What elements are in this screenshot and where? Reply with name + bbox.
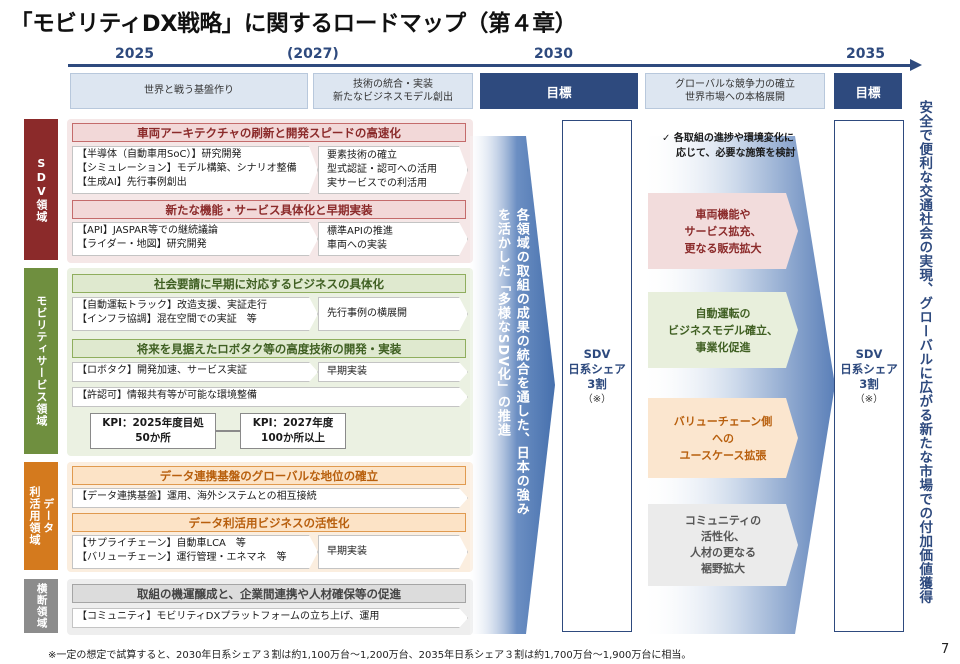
category-mobility: モビリティサービス領域 [24, 268, 58, 454]
sdv-item-services: 【API】JASPAR等での継続議論 【ライダー・地図】研究開発 [72, 222, 318, 256]
mobility-band-business: 社会要請に早期に対応するビジネスの具体化 [72, 274, 466, 293]
category-sdv: SDV領域 [24, 119, 58, 260]
integration-text: 各領域の取組の成果の統合を通した、日本の強みを活かした「多様なSDV化」の推進 [494, 208, 529, 516]
integration-arrow [470, 136, 555, 634]
goal-2035-header: 目標 [834, 73, 902, 109]
goal-2030-header: 目標 [480, 73, 638, 109]
page-title: 「モビリティDX戦略」に関するロードマップ（第４章） [10, 11, 577, 37]
mobility-item-trucks: 【自動運転トラック】改造支援、実証走行 【インフラ協調】混在空間での実証 等 [72, 297, 318, 331]
cross-item-community: 【コミュニティ】モビリティDXプラットフォームの立ち上げ、運用 [72, 608, 468, 628]
phase-foundation: 世界と戦う基盤作り [70, 73, 308, 109]
footnote: ※一定の想定で試算すると、2030年日系シェア３割は約1,100万台～1,200… [48, 650, 692, 661]
mobility-item-robotaxi: 【ロボタク】開発加速、サービス実証 [72, 362, 318, 382]
sdv-next-services: 標準APIの推進 車両への実装 [318, 222, 468, 256]
phase-global: グローバルな競争力の確立世界市場への本格展開 [645, 73, 825, 109]
page-number: 7 [941, 642, 950, 657]
kpi-2027: KPI：2027年度 100か所以上 [240, 413, 346, 449]
vision-text: 安全で便利な交通社会の実現、グローバルに広がる新たな市場での付加価値獲得 [916, 100, 933, 604]
year-2035: 2035 [846, 46, 885, 62]
sdv-band-architecture: 車両アーキテクチャの刷新と開発スピードの高速化 [72, 123, 466, 142]
mobility-next-trucks: 先行事例の横展開 [318, 297, 468, 331]
phase-integration: 技術の統合・実装新たなビジネスモデル創出 [313, 73, 473, 109]
sdv-next-architecture: 要素技術の確立 型式認証・認可への活用 実サービスでの利活用 [318, 146, 468, 194]
outcome-cross: コミュニティの活性化、人材の更なる裾野拡大 [648, 504, 798, 586]
mobility-item-permits: 【許認可】情報共有等が可能な環境整備 [72, 387, 468, 407]
outcome-sdv: 車両機能やサービス拡充、更なる販売拡大 [648, 193, 798, 269]
data-band-business: データ利活用ビジネスの活性化 [72, 513, 466, 532]
sdv-target-2030: SDV 日系シェア 3割 （※） [562, 120, 632, 632]
sdv-item-architecture: 【半導体（自動車用SoC）】研究開発 【シミュレーション】モデル構築、シナリオ整… [72, 146, 318, 194]
data-item-chains: 【サプライチェーン】自動車LCA 等 【バリューチェーン】運行管理・エネマネ 等 [72, 535, 318, 569]
timeline-arrowhead [910, 59, 922, 71]
category-data: データ利活用領域 [24, 462, 58, 570]
year-2025: 2025 [115, 46, 154, 62]
mobility-band-robotaxi: 将来を見据えたロボタク等の高度技術の開発・実装 [72, 339, 466, 358]
data-band-platform: データ連携基盤のグローバルな地位の確立 [72, 466, 466, 485]
sdv-band-services: 新たな機能・サービス具体化と早期実装 [72, 200, 466, 219]
outcome-data: バリューチェーン側へのユースケース拡張 [648, 398, 798, 478]
data-item-platform: 【データ連携基盤】運用、海外システムとの相互接続 [72, 488, 468, 508]
data-next-chains: 早期実装 [318, 535, 468, 569]
check-icon: ✓ [662, 133, 671, 144]
sdv-target-2035: SDV 日系シェア 3割 （※） [834, 120, 904, 632]
mobility-next-robotaxi: 早期実装 [318, 362, 468, 382]
outcome-mobility: 自動運転のビジネスモデル確立、事業化促進 [648, 292, 798, 368]
cross-band-community: 取組の機運醸成と、企業間連携や人材確保等の促進 [72, 584, 466, 603]
timeline-line [68, 64, 912, 67]
kpi-connector [216, 430, 240, 432]
kpi-2025: KPI：2025年度目処 50か所 [90, 413, 216, 449]
category-cross: 横断領域 [24, 579, 58, 633]
year-2030: 2030 [534, 46, 573, 62]
year-2027: (2027) [287, 46, 339, 62]
note-review: ✓ 各取組の進捗や環境変化に 応じて、必要な施策を検討 [662, 133, 796, 159]
